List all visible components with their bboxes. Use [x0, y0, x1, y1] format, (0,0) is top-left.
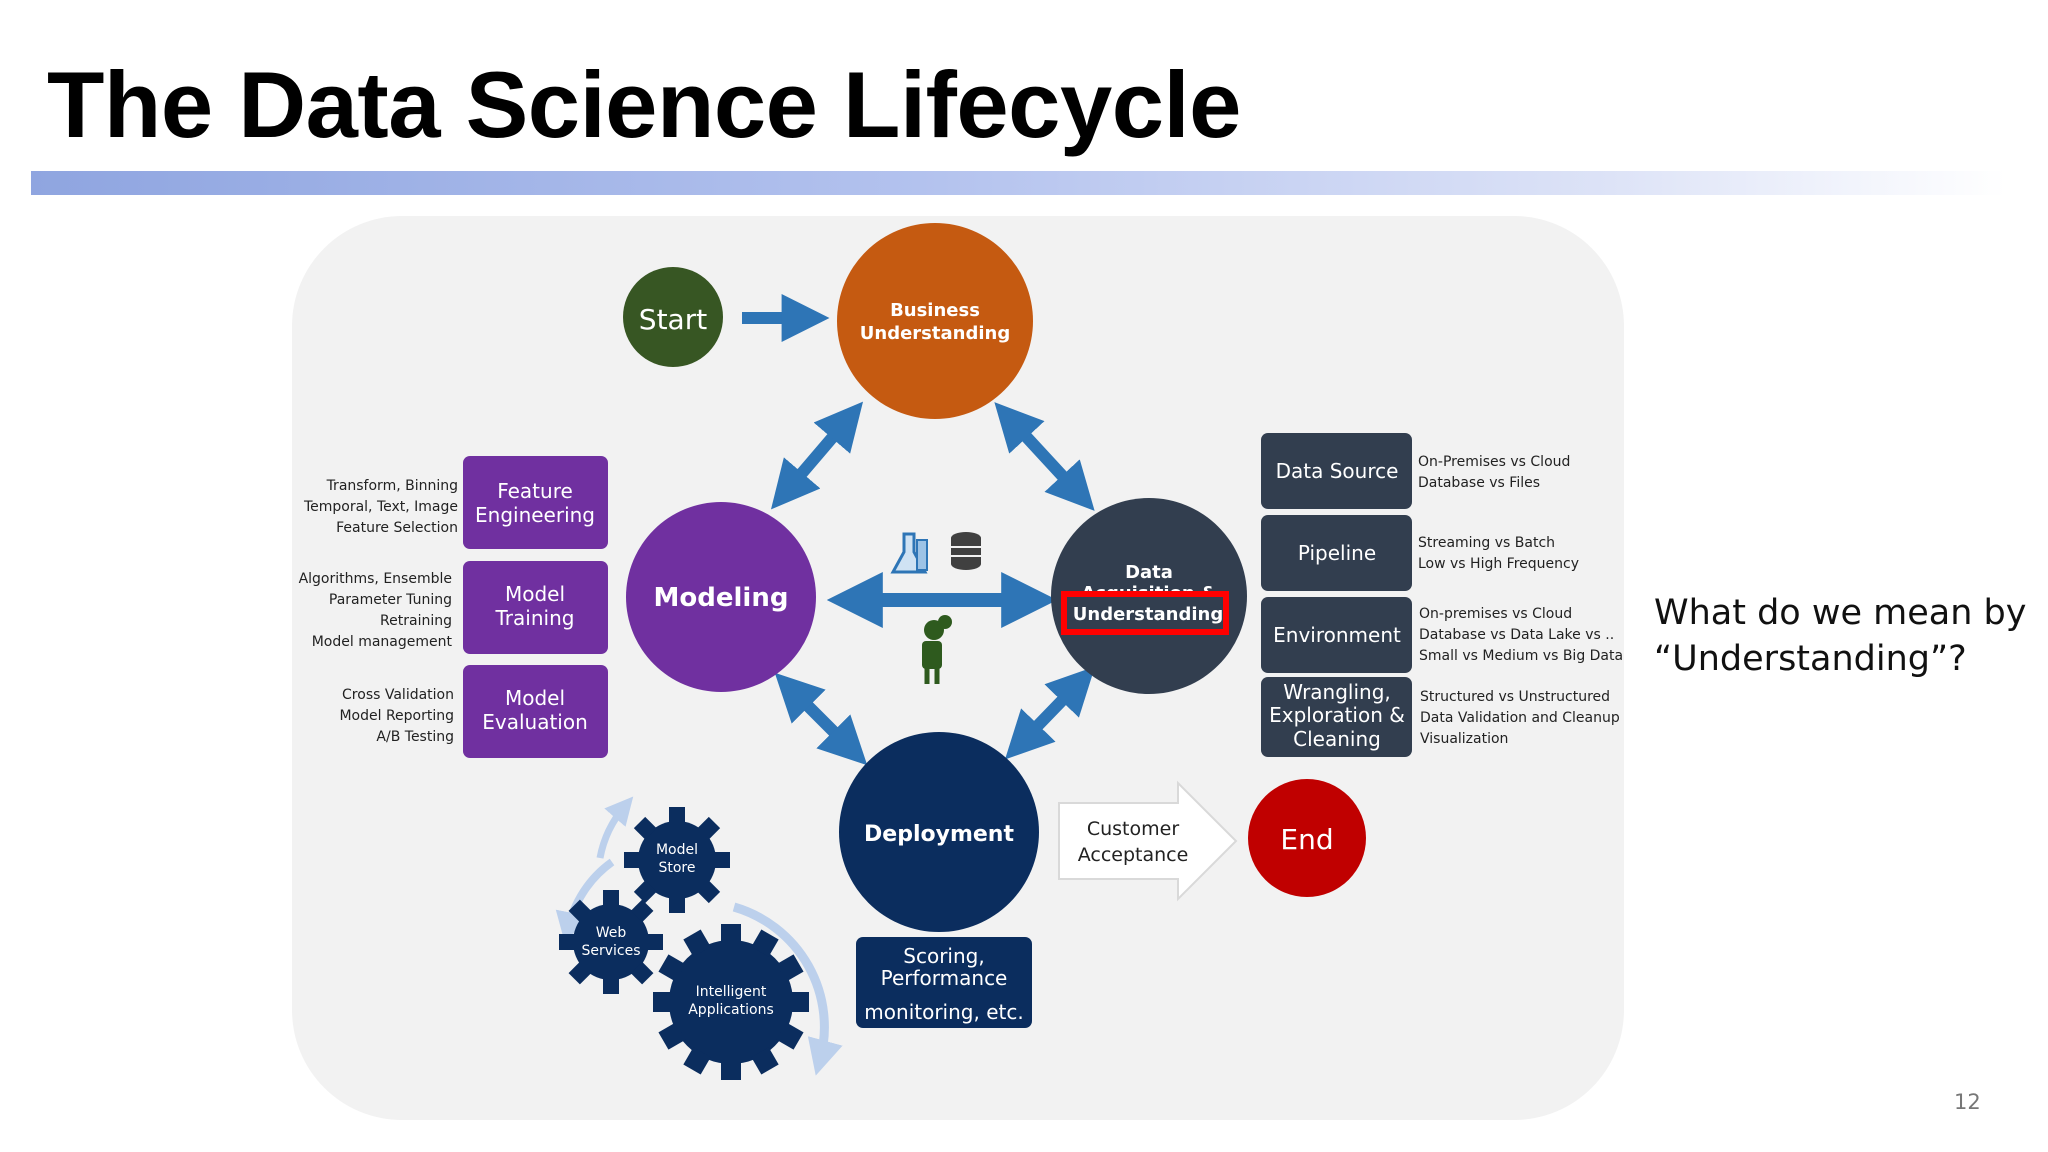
model-evaluation-line1: Model [505, 686, 565, 710]
scoring-line2: Performance [881, 966, 1008, 990]
modeling-label: Modeling [654, 583, 789, 613]
model-store-line2: Store [658, 860, 695, 876]
training-note-4: Model management [312, 634, 453, 650]
database-icon [951, 532, 981, 570]
model-training-box [463, 561, 608, 654]
gears-cluster: Model Store Web Services Intelligent App… [555, 796, 843, 1080]
pipeline-note-1: Streaming vs Batch [1418, 535, 1555, 551]
slide-title: The Data Science Lifecycle [47, 52, 1241, 157]
environment-note-1: On-premises vs Cloud [1419, 606, 1572, 622]
cycle-arrow-top [596, 796, 634, 859]
pipeline-label: Pipeline [1298, 541, 1376, 565]
start-label: Start [639, 303, 707, 336]
environment-note-3: Small vs Medium vs Big Data [1419, 648, 1623, 664]
gear-web-services [559, 890, 663, 994]
source-note-1: On-Premises vs Cloud [1418, 454, 1570, 470]
deployment-node [839, 732, 1039, 932]
arrow-data-deployment [1004, 666, 1096, 760]
scoring-line3: monitoring, etc. [864, 1000, 1023, 1024]
evaluation-note-3: A/B Testing [376, 729, 454, 745]
modeling-node [626, 502, 816, 692]
scoring-line1: Scoring, [903, 944, 984, 968]
data-label-line1: Data [1125, 562, 1173, 583]
customer-acceptance-line2: Acceptance [1078, 844, 1189, 866]
arrow-modeling-deployment [774, 672, 868, 766]
web-services-line2: Services [581, 943, 640, 959]
model-training-line1: Model [505, 582, 565, 606]
end-node [1248, 779, 1366, 897]
wrangling-note-3: Visualization [1420, 731, 1508, 747]
wrangling-line3: Cleaning [1293, 727, 1381, 751]
training-note-3: Retraining [380, 613, 452, 629]
wrangling-note-1: Structured vs Unstructured [1420, 689, 1610, 705]
data-source-label: Data Source [1276, 459, 1399, 483]
wrangling-line2: Exploration & [1269, 703, 1405, 727]
arrow-business-data [994, 402, 1095, 511]
understanding-highlight-box [1061, 591, 1229, 635]
flask-icon [890, 532, 928, 574]
deployment-label: Deployment [864, 822, 1014, 847]
feature-note-1: Transform, Binning [326, 478, 458, 494]
scoring-box [856, 937, 1032, 1028]
side-question-line2: “Understanding”? [1654, 639, 1967, 679]
model-evaluation-box [463, 665, 608, 758]
side-question-line1: What do we mean by [1654, 593, 2027, 633]
environment-box [1261, 597, 1412, 673]
training-note-2: Parameter Tuning [329, 592, 452, 608]
wrangling-note-2: Data Validation and Cleanup [1420, 710, 1620, 726]
cycle-arrow-left [555, 858, 615, 945]
wrangling-box [1261, 677, 1412, 757]
intelligent-apps-line1: Intelligent [696, 984, 767, 1000]
intelligent-apps-line2: Applications [688, 1002, 774, 1018]
customer-acceptance-line1: Customer [1087, 818, 1179, 840]
web-services-line1: Web [596, 925, 627, 941]
arrow-business-modeling [770, 401, 864, 510]
understanding-highlight-fill [1064, 594, 1226, 632]
cycle-arrow-right [732, 902, 843, 1076]
model-evaluation-line2: Evaluation [482, 710, 588, 734]
evaluation-note-1: Cross Validation [342, 687, 454, 703]
environment-note-2: Database vs Data Lake vs .. [1419, 627, 1614, 643]
start-node [623, 267, 723, 367]
pipeline-box [1261, 515, 1412, 591]
source-note-2: Database vs Files [1418, 475, 1540, 491]
feature-engineering-line2: Engineering [475, 503, 595, 527]
business-understanding-node [837, 223, 1033, 419]
model-training-line2: Training [495, 606, 575, 630]
wrangling-line1: Wrangling, [1283, 680, 1391, 704]
title-underline-bar [31, 171, 2006, 195]
environment-label: Environment [1273, 623, 1401, 647]
evaluation-note-2: Model Reporting [339, 708, 454, 724]
feature-note-3: Feature Selection [336, 520, 458, 536]
gear-intelligent-applications [653, 924, 809, 1080]
side-question: What do we mean by “Understanding”? [1654, 590, 2034, 682]
end-label: End [1280, 823, 1333, 856]
data-source-box [1261, 433, 1412, 509]
customer-acceptance-arrow [1058, 780, 1238, 902]
feature-engineering-line1: Feature [497, 479, 573, 503]
business-label-line1: Business [890, 300, 980, 321]
page-number: 12 [1954, 1090, 1981, 1114]
understanding-label: Understanding [1073, 604, 1223, 625]
feature-note-2: Temporal, Text, Image [303, 499, 458, 515]
business-label-line2: Understanding [860, 323, 1010, 344]
model-store-line1: Model [656, 842, 698, 858]
training-note-1: Algorithms, Ensemble [299, 571, 452, 587]
scientist-icon [922, 615, 952, 684]
feature-engineering-box [463, 456, 608, 549]
pipeline-note-2: Low vs High Frequency [1418, 556, 1579, 572]
